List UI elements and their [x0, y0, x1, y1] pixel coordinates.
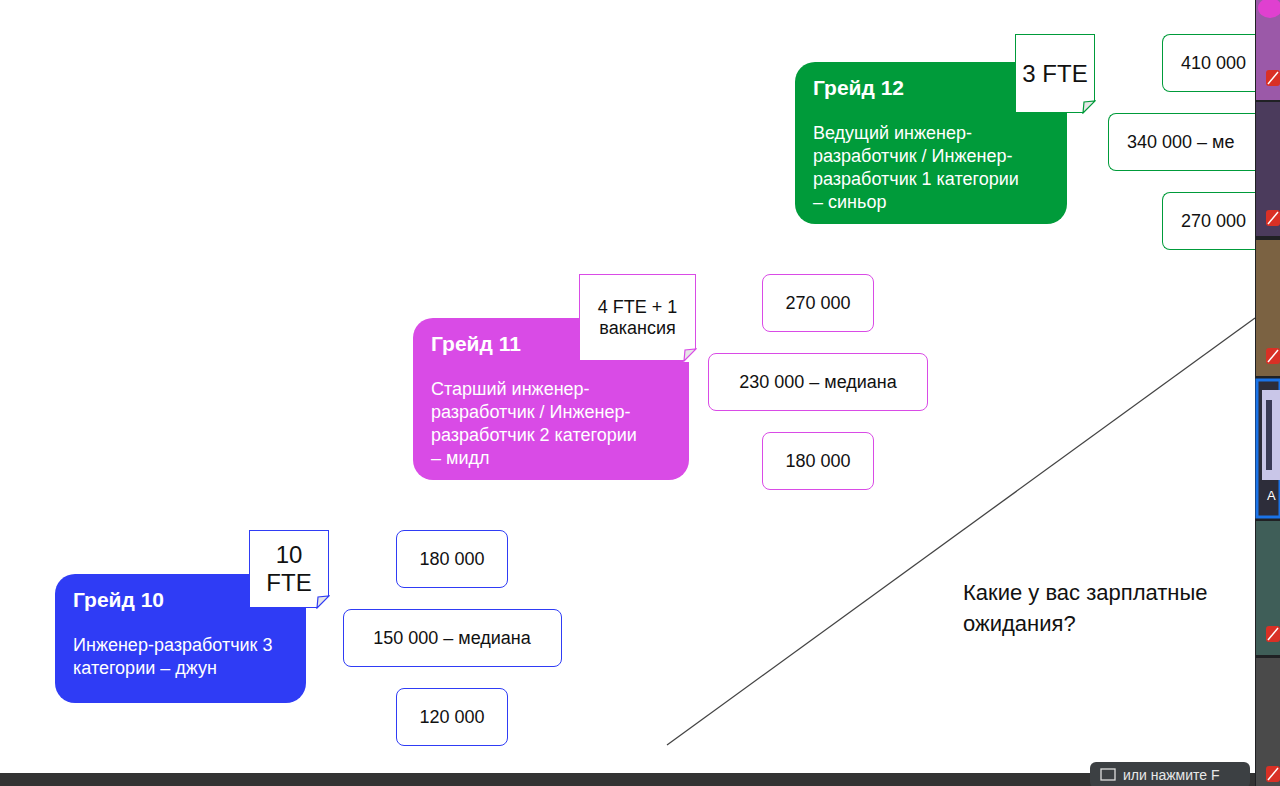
salary-value: 230 000 – медиана: [739, 372, 897, 393]
mute-icon: [1266, 348, 1280, 364]
hint-text: или нажмите F: [1123, 766, 1220, 784]
grade-description: Старший инженер-разработчик / Инженер-ра…: [431, 378, 641, 470]
grade-description: Инженер-разработчик 3 категории – джун: [73, 634, 278, 680]
note-fold: [316, 595, 330, 609]
mute-icon: [1266, 70, 1280, 86]
screen-icon: [1101, 769, 1115, 780]
salary-box: 180 000: [396, 530, 508, 588]
fte-count: 10 FTE: [254, 541, 324, 596]
mute-slash: [1268, 768, 1278, 780]
salary-box: 230 000 – медиана: [708, 353, 928, 411]
diagonal-line: [667, 318, 1255, 745]
fte-count: 3 FTE: [1022, 60, 1087, 88]
fold-cover: [683, 348, 697, 362]
note-fold: [1082, 100, 1096, 114]
fold-cover: [1082, 100, 1096, 114]
mute-slash: [1268, 72, 1278, 84]
video-image-detail: [1266, 400, 1272, 470]
video-image: [1262, 390, 1280, 480]
fte-note: 4 FTE + 1 вакансия: [579, 274, 696, 361]
grade-title: Грейд 12: [813, 76, 1049, 100]
salary-value: 410 000: [1181, 53, 1246, 74]
video-blob: [1258, 0, 1280, 18]
video-tile: [1256, 240, 1280, 376]
participants-sidebar: [1255, 0, 1280, 786]
question-text: Какие у вас зарплатные ожидания?: [963, 577, 1211, 639]
video-tile: [1256, 658, 1280, 786]
fold-cover: [316, 595, 330, 609]
fold-flap: [1083, 101, 1095, 113]
fte-count: 4 FTE + 1 вакансия: [584, 297, 691, 338]
salary-box: 150 000 – медиана: [343, 609, 562, 667]
salary-value: 180 000: [419, 549, 484, 570]
video-tile: [1256, 102, 1280, 236]
participant-initial: A: [1267, 488, 1276, 504]
salary-value: 120 000: [419, 707, 484, 728]
salary-box: 270 000: [1162, 192, 1255, 250]
fte-note: 3 FTE: [1015, 34, 1095, 113]
grade-description: Ведущий инженер-разработчик / Инженер-ра…: [813, 122, 1023, 214]
mute-slash: [1268, 212, 1278, 224]
fold-flap: [684, 349, 696, 361]
mute-slash: [1268, 628, 1278, 640]
video-tile-active: [1257, 380, 1280, 517]
hint-panel: [1090, 762, 1250, 786]
salary-value: 180 000: [785, 451, 850, 472]
salary-value: 270 000: [1181, 211, 1246, 232]
salary-value: 270 000: [785, 293, 850, 314]
salary-box: 120 000: [396, 688, 508, 746]
salary-box: 180 000: [762, 432, 874, 490]
salary-value: 150 000 – медиана: [373, 628, 531, 649]
video-tile: [1256, 521, 1280, 655]
salary-box: 410 000: [1162, 34, 1255, 92]
mute-icons: [1266, 70, 1280, 782]
salary-box: 340 000 – ме: [1108, 113, 1255, 171]
fold-flap: [317, 596, 329, 608]
mute-slash: [1268, 350, 1278, 362]
sidebar-ground: [1255, 0, 1280, 786]
bottom-bar: [0, 773, 1255, 786]
salary-box: 270 000: [762, 274, 874, 332]
salary-value: 340 000 – ме: [1127, 132, 1234, 153]
mute-icon: [1266, 210, 1280, 226]
mute-icon: [1266, 766, 1280, 782]
fte-note: 10 FTE: [249, 530, 329, 608]
note-fold: [683, 348, 697, 362]
mute-icon: [1266, 626, 1280, 642]
